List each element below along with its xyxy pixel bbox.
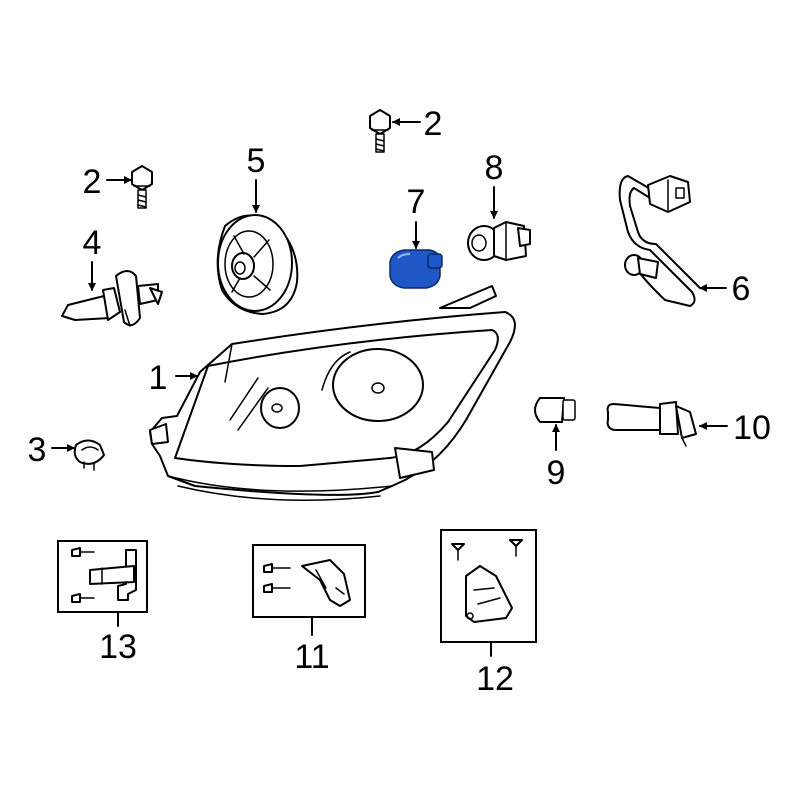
bracket-kit-11[interactable] — [252, 544, 366, 618]
dust-cap[interactable] — [216, 214, 299, 315]
bulb-with-socket[interactable] — [606, 401, 697, 447]
callout-7: 7 — [407, 183, 426, 221]
turn-signal-bulb[interactable] — [467, 221, 531, 261]
callout-6: 6 — [732, 270, 751, 308]
callout-10: 10 — [733, 409, 771, 447]
bracket-kit-13[interactable] — [57, 540, 148, 613]
callout-4: 4 — [83, 224, 102, 262]
callout-8: 8 — [485, 149, 504, 187]
bracket-kit-12[interactable] — [440, 529, 537, 643]
headlamp-assembly[interactable] — [149, 285, 516, 501]
callout-2-left: 2 — [83, 163, 102, 201]
headlamp-bulb[interactable] — [61, 270, 163, 327]
callout-2-upper: 2 — [424, 105, 443, 143]
leader-lines — [51, 118, 728, 657]
wiring-harness[interactable] — [618, 175, 701, 307]
callout-12: 12 — [476, 660, 514, 698]
callout-11: 11 — [294, 638, 329, 676]
bolt-upper[interactable] — [369, 109, 391, 153]
callout-13: 13 — [99, 628, 137, 666]
small-bulb[interactable] — [534, 397, 576, 423]
callout-1: 1 — [149, 359, 168, 397]
callout-5: 5 — [247, 142, 266, 180]
bolt-left[interactable] — [131, 165, 153, 209]
callout-3: 3 — [28, 431, 47, 469]
wedge-bulb-highlighted[interactable] — [389, 249, 443, 289]
callout-9: 9 — [547, 454, 566, 492]
callout-numbers: 1 2 2 3 4 5 6 7 8 9 10 11 12 13 — [28, 105, 771, 698]
clip[interactable] — [73, 439, 105, 471]
